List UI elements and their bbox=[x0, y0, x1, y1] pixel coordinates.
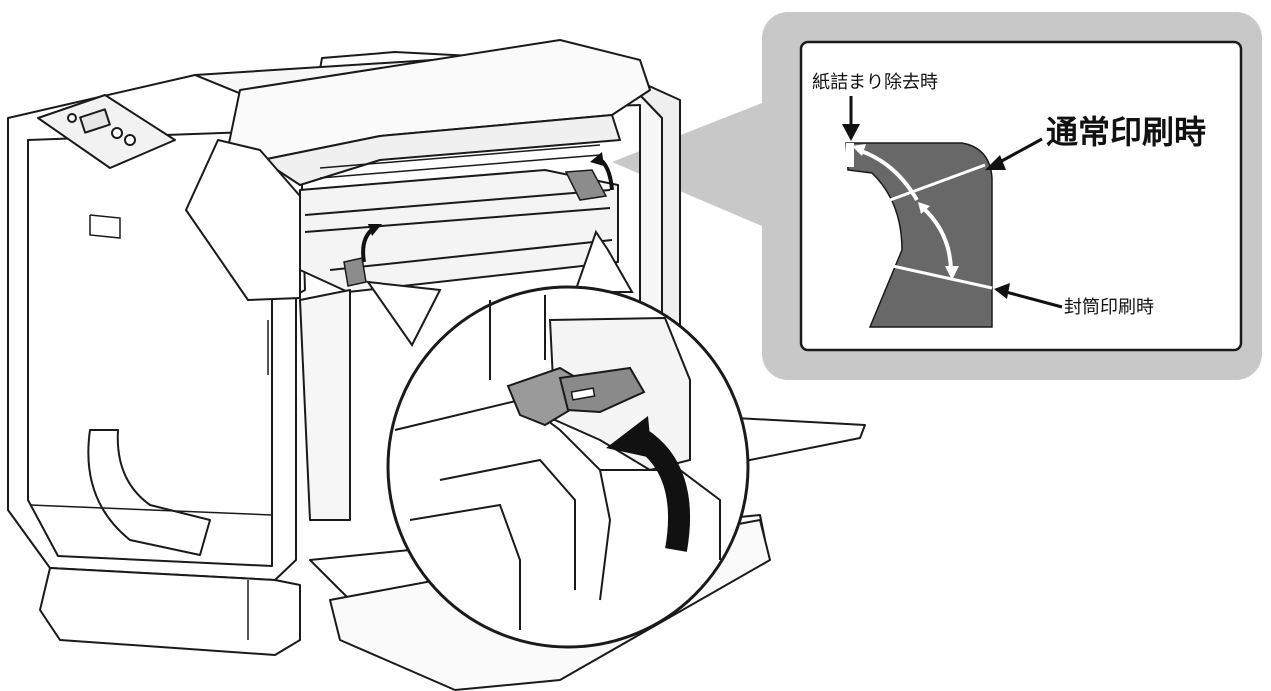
magnifier-pointer-right bbox=[573, 229, 634, 293]
label-envelope-printing: 封筒印刷時 bbox=[1064, 297, 1154, 318]
lever-piece-front bbox=[558, 366, 646, 414]
panel-button bbox=[124, 134, 136, 146]
up-arrow-icon bbox=[368, 224, 382, 236]
down-arrow-icon bbox=[842, 124, 860, 141]
frame-edge bbox=[409, 503, 521, 630]
inner-frame bbox=[299, 289, 351, 521]
fuser-edge bbox=[329, 239, 613, 271]
label-jam-clearing: 紙詰まり除去時 bbox=[812, 72, 938, 93]
frame-edge bbox=[600, 469, 721, 560]
normal-position-line bbox=[881, 163, 986, 205]
lever-slot bbox=[570, 387, 596, 401]
panel-light bbox=[67, 113, 77, 123]
cover-rib bbox=[319, 144, 601, 169]
panel-button bbox=[111, 127, 123, 139]
lever-notch bbox=[846, 143, 854, 167]
envelope-arrow-line bbox=[1005, 290, 1063, 309]
printer-detail-lines bbox=[29, 144, 601, 640]
cassette-handle bbox=[87, 429, 211, 556]
up-arrow-icon bbox=[606, 416, 652, 458]
inset-callout: 紙詰まり除去時 通常印刷時 封筒印刷時 bbox=[612, 12, 1262, 380]
arc-arrowhead-down bbox=[945, 266, 959, 280]
magnified-detail bbox=[365, 229, 750, 649]
fuser-edge bbox=[304, 189, 611, 216]
label-normal-printing: 通常印刷時 bbox=[1046, 113, 1206, 151]
left-arrow-icon bbox=[985, 155, 1006, 170]
magnifier-pointer-left bbox=[365, 280, 442, 347]
lever-left bbox=[343, 257, 367, 287]
fuser-unit bbox=[299, 169, 619, 293]
paper-cassette bbox=[39, 567, 301, 656]
printer-body bbox=[7, 39, 866, 691]
up-arrow-icon bbox=[590, 152, 604, 166]
normal-to-envelope-arc bbox=[920, 205, 953, 271]
door-label bbox=[89, 214, 121, 239]
callout-pointer bbox=[612, 92, 790, 238]
arc-arrowhead-up bbox=[852, 144, 866, 156]
top-cover-underside bbox=[261, 114, 621, 186]
cover-rib bbox=[319, 154, 601, 179]
display-screen bbox=[79, 108, 111, 134]
lever-right bbox=[564, 169, 608, 201]
left-arrow-icon bbox=[994, 283, 1010, 299]
fuser-edge bbox=[304, 207, 611, 233]
jam-to-normal-arc bbox=[857, 148, 919, 202]
frame-edge bbox=[394, 398, 612, 601]
normal-arrow-line bbox=[997, 137, 1043, 165]
frame-edge bbox=[439, 458, 576, 590]
arc-arrowhead-mid bbox=[918, 202, 930, 214]
printer-arrows bbox=[343, 152, 614, 287]
panel-seam bbox=[29, 504, 273, 516]
envelope-position-line bbox=[887, 263, 993, 290]
